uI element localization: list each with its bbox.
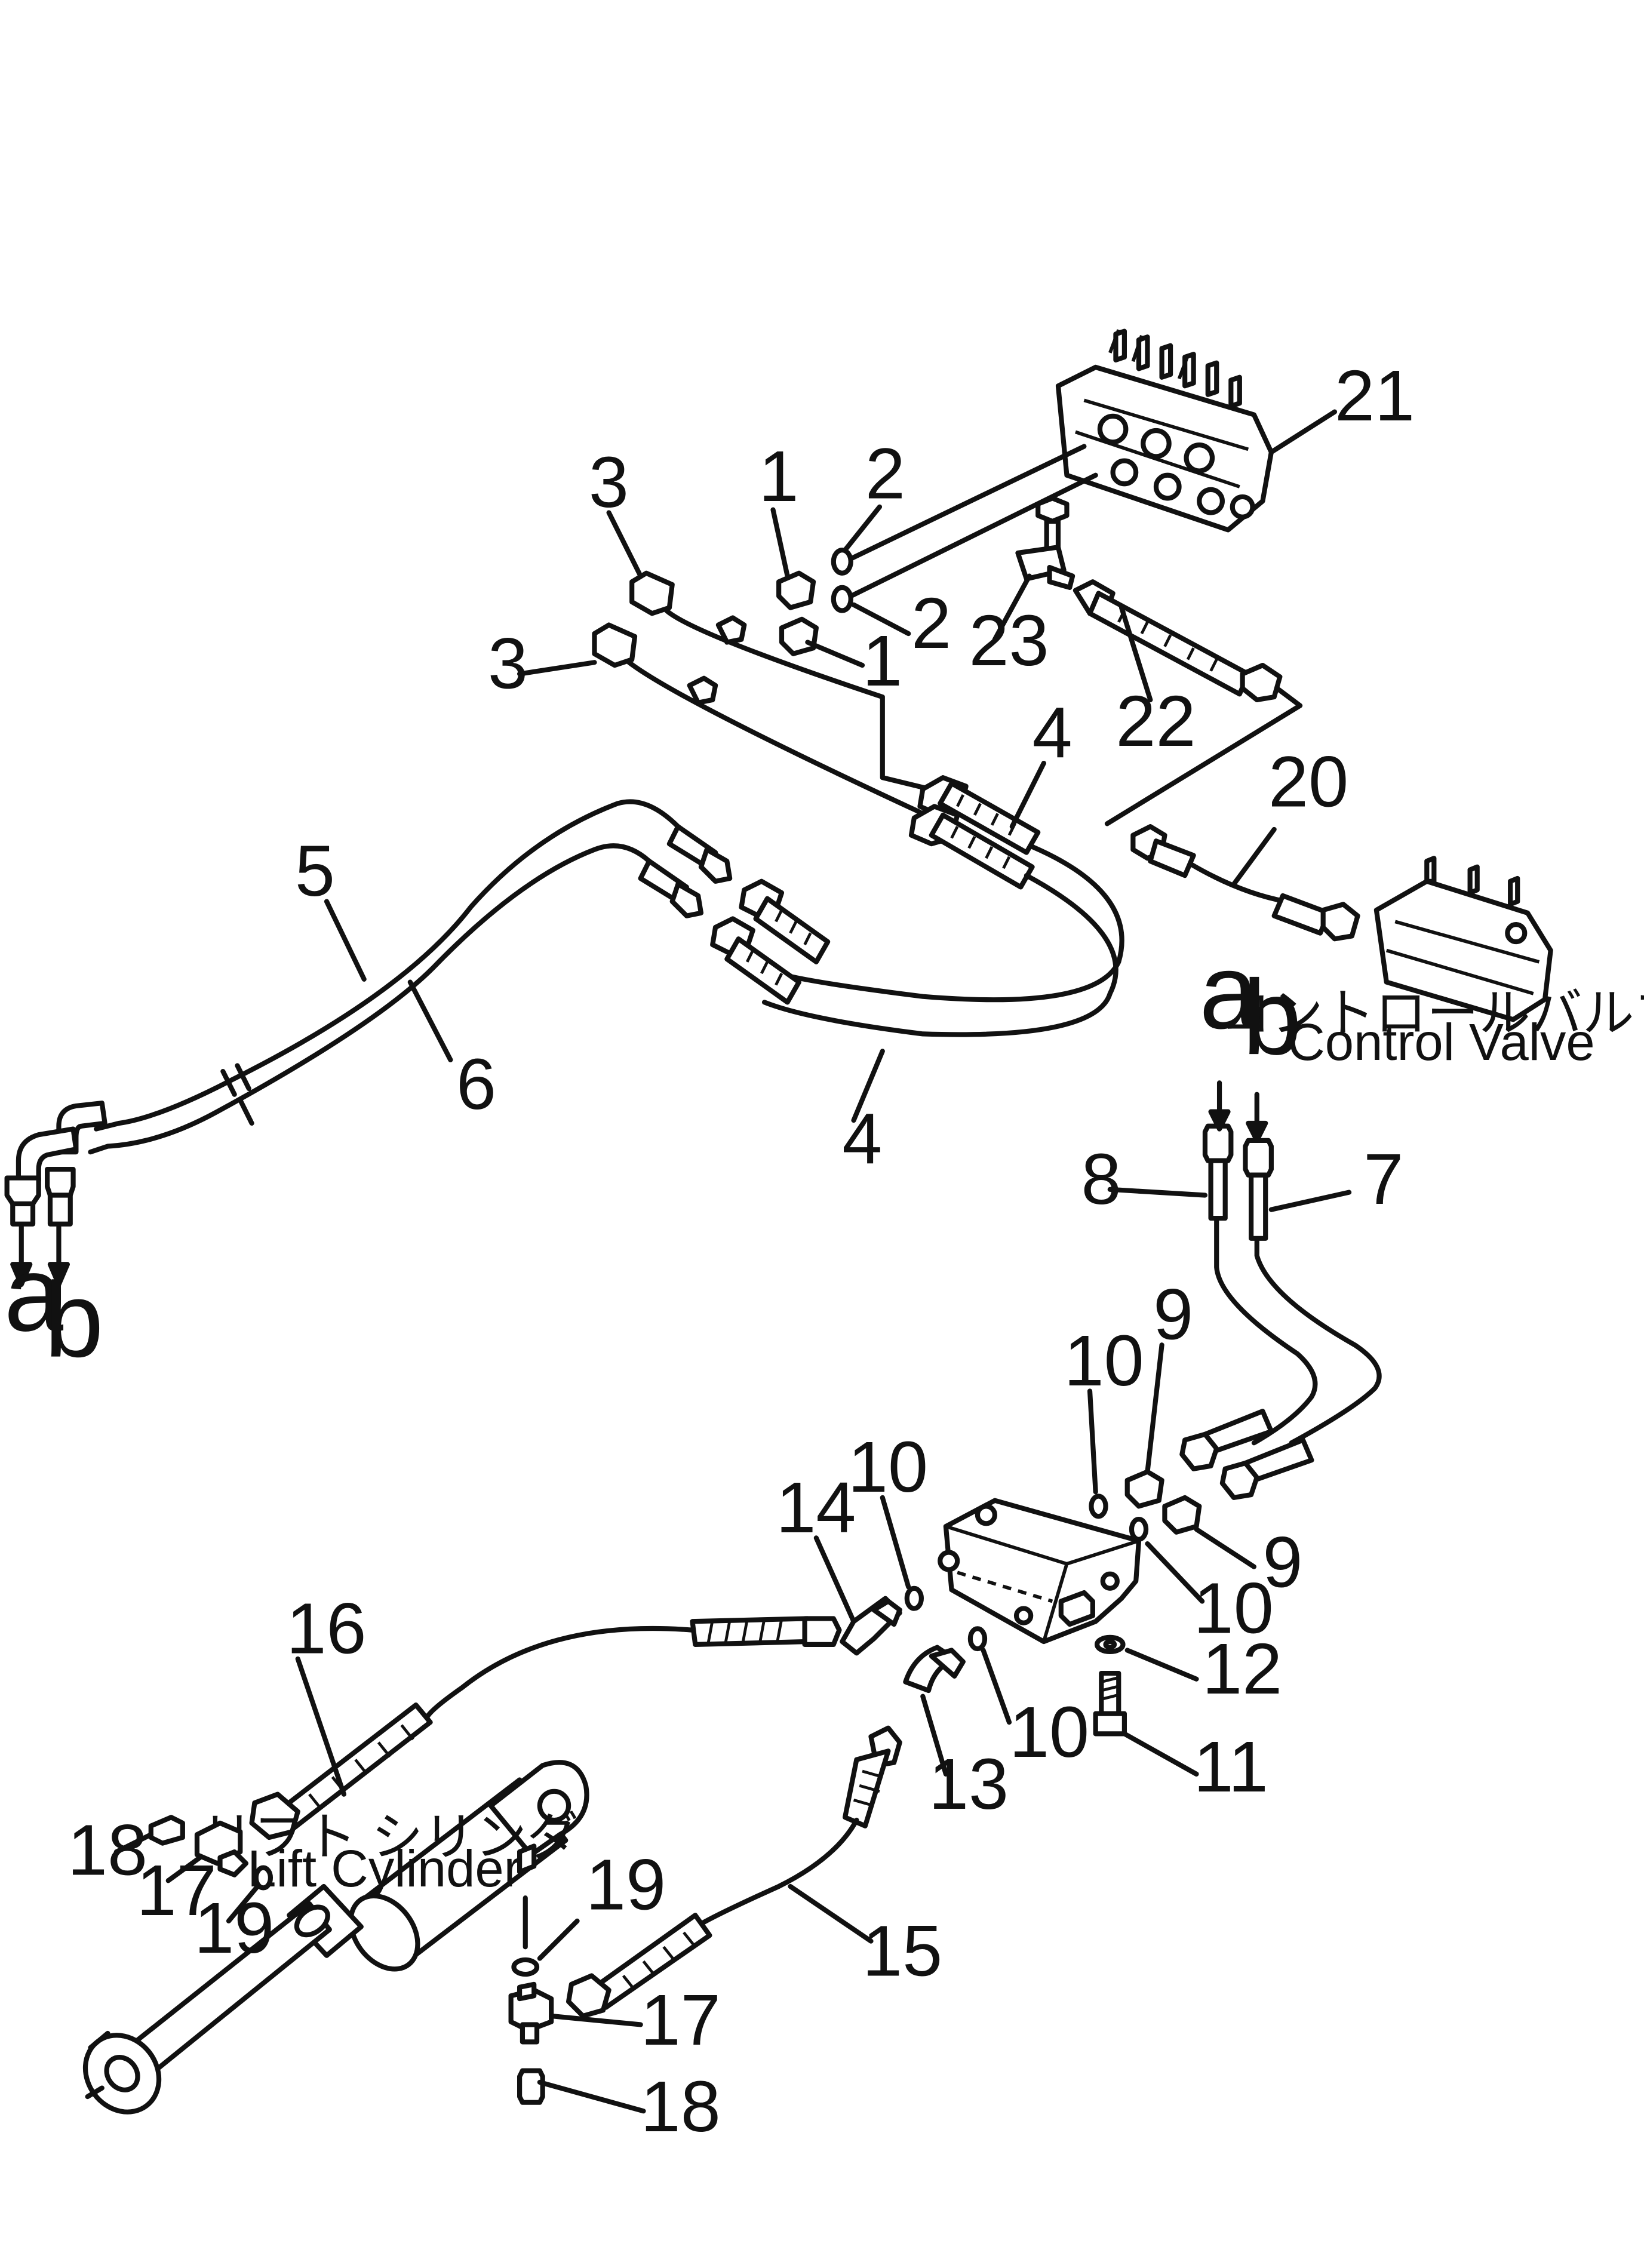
callout-7: 7 <box>1363 1139 1403 1219</box>
callout-1-lower: 1 <box>862 620 902 701</box>
tubes-7-8 <box>1179 1080 1382 1500</box>
connector-a-top: a <box>1199 932 1259 1051</box>
callout-9-lower: 9 <box>1262 1522 1302 1602</box>
cylinder-fittings <box>148 1815 554 2105</box>
callout-19-left: 19 <box>194 1888 274 1968</box>
callout-3-top: 3 <box>589 442 629 523</box>
callout-17-right: 17 <box>641 1980 721 2060</box>
callout-20: 20 <box>1268 741 1348 822</box>
callout-4-top: 4 <box>1033 692 1073 773</box>
lift-cylinder-label-jp: リフト シリンダ <box>201 1808 579 1866</box>
callout-16: 16 <box>286 1588 366 1668</box>
callout-10-top: 10 <box>1064 1320 1144 1401</box>
callout-4-lower: 4 <box>842 1098 882 1179</box>
control-valve-label-en: Control Valve <box>1287 1013 1595 1071</box>
connector-labels: a b a b <box>4 932 1302 1379</box>
connector-a-left: a <box>4 1234 64 1353</box>
lift-cylinder-label-en: Lift Cylinder <box>247 1840 521 1898</box>
callout-10-right: 10 <box>1194 1568 1274 1649</box>
upper-pipes <box>4 444 1124 1287</box>
callout-22: 22 <box>1116 681 1196 761</box>
hose-16-assembly <box>249 1616 842 1840</box>
leader-lines <box>113 409 1352 2114</box>
callout-2-top: 2 <box>865 433 905 514</box>
callout-10-left: 10 <box>848 1427 928 1507</box>
callout-8: 8 <box>1081 1139 1121 1219</box>
callout-18-right: 18 <box>641 2066 721 2147</box>
callout-3-lower: 3 <box>488 623 528 704</box>
connector-b-top: b <box>1243 957 1302 1077</box>
hose-15-assembly <box>566 1725 902 2019</box>
lift-cylinder: リフト シリンダ Lift Cylinder <box>82 1760 589 2115</box>
callout-10-lower: 10 <box>1009 1692 1089 1772</box>
callout-18-left: 18 <box>67 1810 148 1891</box>
callout-6: 6 <box>456 1044 496 1124</box>
hose-20-assembly <box>1130 824 1360 942</box>
callout-1-top: 1 <box>758 436 798 517</box>
callout-15: 15 <box>862 1910 942 1991</box>
callout-12: 12 <box>1202 1628 1282 1709</box>
callout-numbers: 21 2 2 1 1 3 3 23 22 4 4 20 5 6 8 7 9 9 … <box>67 355 1415 2147</box>
callout-13: 13 <box>929 1744 1009 1824</box>
callout-19-right: 19 <box>586 1845 666 1925</box>
callout-9-top: 9 <box>1153 1274 1193 1355</box>
callout-14: 14 <box>776 1467 856 1548</box>
callout-2-lower: 2 <box>911 583 951 663</box>
control-valve-label-jp: コントロールバルブ <box>1219 985 1644 1043</box>
control-valve-assembly <box>1055 328 1274 533</box>
hose-22-assembly <box>1015 496 1303 826</box>
control-valve-reference: コントロールバルブ Control Valve <box>1219 856 1644 1071</box>
callout-11: 11 <box>1194 1726 1268 1807</box>
callout-23: 23 <box>969 600 1049 681</box>
callout-5: 5 <box>295 831 335 911</box>
callout-21: 21 <box>1335 355 1415 436</box>
callout-17-left: 17 <box>137 1850 217 1931</box>
connector-b-left: b <box>44 1260 103 1379</box>
